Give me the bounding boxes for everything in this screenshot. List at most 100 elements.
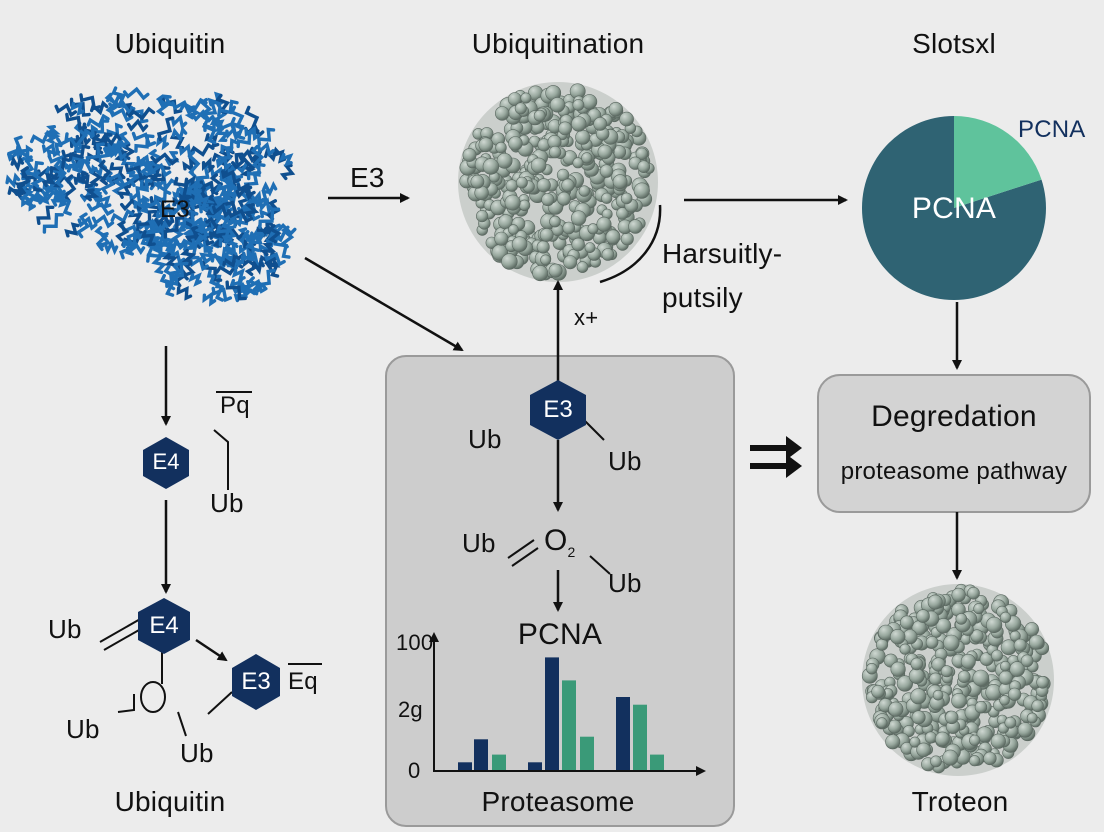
sphere-bead xyxy=(572,99,585,111)
bar-3 xyxy=(492,754,506,770)
pcna-bar-chart xyxy=(429,632,706,776)
sphere-bead xyxy=(478,137,494,153)
sphere-bead xyxy=(943,634,960,652)
helix-segment xyxy=(21,196,36,212)
helix-segment xyxy=(214,128,231,143)
e3-label-protein: E3 xyxy=(160,196,190,223)
helix-segment xyxy=(96,194,112,210)
helix-segment xyxy=(126,118,149,133)
sphere-bead xyxy=(539,228,554,242)
helix-segment xyxy=(214,183,230,198)
helix-segment xyxy=(231,157,258,171)
ub-bottom-label: Ub xyxy=(180,738,214,768)
helix-segment xyxy=(231,281,253,297)
sphere-bead xyxy=(885,734,901,750)
helix-segment xyxy=(188,272,202,287)
sphere-bead xyxy=(581,94,598,110)
helix-segment xyxy=(163,264,178,291)
helix-segment xyxy=(127,209,143,225)
sphere-bead xyxy=(508,224,519,235)
header-ubiquitin-bottom: Ubiquitin xyxy=(114,786,226,817)
helix-segment xyxy=(21,168,43,192)
helix-segment xyxy=(226,208,254,224)
sphere-bead xyxy=(520,92,532,104)
bar-chart-title: PCNA xyxy=(517,618,603,651)
sphere-bead xyxy=(496,152,513,169)
sphere-bead xyxy=(970,629,984,643)
sphere-bead xyxy=(973,603,985,615)
e4-hexagon-bottom xyxy=(138,598,190,654)
helix-segment xyxy=(191,109,215,124)
helix-segment xyxy=(195,195,210,210)
sphere-bead xyxy=(470,174,485,189)
helix-segment xyxy=(231,267,246,283)
sphere-bead xyxy=(889,628,906,645)
e3-hexagon-center xyxy=(530,380,586,440)
sphere-bead xyxy=(942,749,959,766)
sphere-bead xyxy=(909,736,921,748)
eq-label: Eq xyxy=(288,668,318,695)
sphere-bead xyxy=(866,662,878,675)
helix-segment xyxy=(85,142,106,166)
e4-hexagon-top xyxy=(143,437,189,489)
helix-segment xyxy=(243,203,260,218)
sphere-bead xyxy=(924,731,937,744)
helix-segment xyxy=(103,172,131,188)
helix-segment xyxy=(134,133,155,153)
helix-segment xyxy=(122,231,142,249)
sphere-bead xyxy=(932,689,944,701)
bar-5 xyxy=(545,657,559,770)
helix-segment xyxy=(66,158,91,173)
sphere-bead xyxy=(533,109,546,122)
sphere-bead xyxy=(633,182,650,199)
sphere-bead xyxy=(612,174,628,190)
bar-4 xyxy=(528,762,542,770)
curve-label-line1: Harsuitly- xyxy=(662,238,783,269)
sphere-bead xyxy=(974,700,988,714)
helix-segment xyxy=(258,207,281,229)
bar-9 xyxy=(633,704,647,770)
helix-segment xyxy=(199,245,214,261)
sphere-bead xyxy=(916,609,930,623)
sphere-bead xyxy=(911,710,926,725)
sphere-bead xyxy=(1028,634,1044,650)
curve-label-line2: putsily xyxy=(662,282,743,313)
helix-segment xyxy=(140,230,156,247)
sphere-bead xyxy=(935,618,952,634)
sphere-bead xyxy=(536,240,550,254)
sphere-bead xyxy=(462,148,477,162)
sphere-bead xyxy=(888,701,904,717)
sphere-bead xyxy=(1031,699,1044,713)
helix-segment xyxy=(47,154,74,170)
helix-segment xyxy=(135,177,153,195)
helix-segment xyxy=(15,144,34,163)
sphere-bead xyxy=(896,675,914,692)
sphere-bead xyxy=(628,219,643,234)
helix-segment xyxy=(189,142,215,157)
helix-segment xyxy=(246,162,266,181)
sphere-bead xyxy=(578,185,590,197)
helix-segment xyxy=(259,242,277,257)
sphere-bead xyxy=(999,611,1012,624)
helix-segment xyxy=(217,146,234,165)
helix-segment xyxy=(122,239,139,256)
sphere-bead xyxy=(916,742,931,758)
helix-segment xyxy=(253,189,271,208)
ub-o2-left: Ub xyxy=(462,528,496,558)
sphere-bead xyxy=(875,638,889,651)
sphere-bead xyxy=(608,101,623,117)
helix-segment xyxy=(81,122,101,147)
sphere-bead xyxy=(951,692,967,709)
helix-segment xyxy=(279,152,294,167)
sphere-bead xyxy=(516,176,528,189)
helix-segment xyxy=(68,144,91,162)
helix-segment xyxy=(169,261,189,284)
sphere-bead xyxy=(972,669,990,687)
header-ubiquitin-top: Ubiquitin xyxy=(114,28,226,59)
sphere-bead xyxy=(1020,654,1034,668)
e4-top-text: E4 xyxy=(152,449,180,474)
sphere-bead xyxy=(501,253,518,270)
helix-segment xyxy=(208,275,225,302)
helix-segment xyxy=(108,107,134,123)
